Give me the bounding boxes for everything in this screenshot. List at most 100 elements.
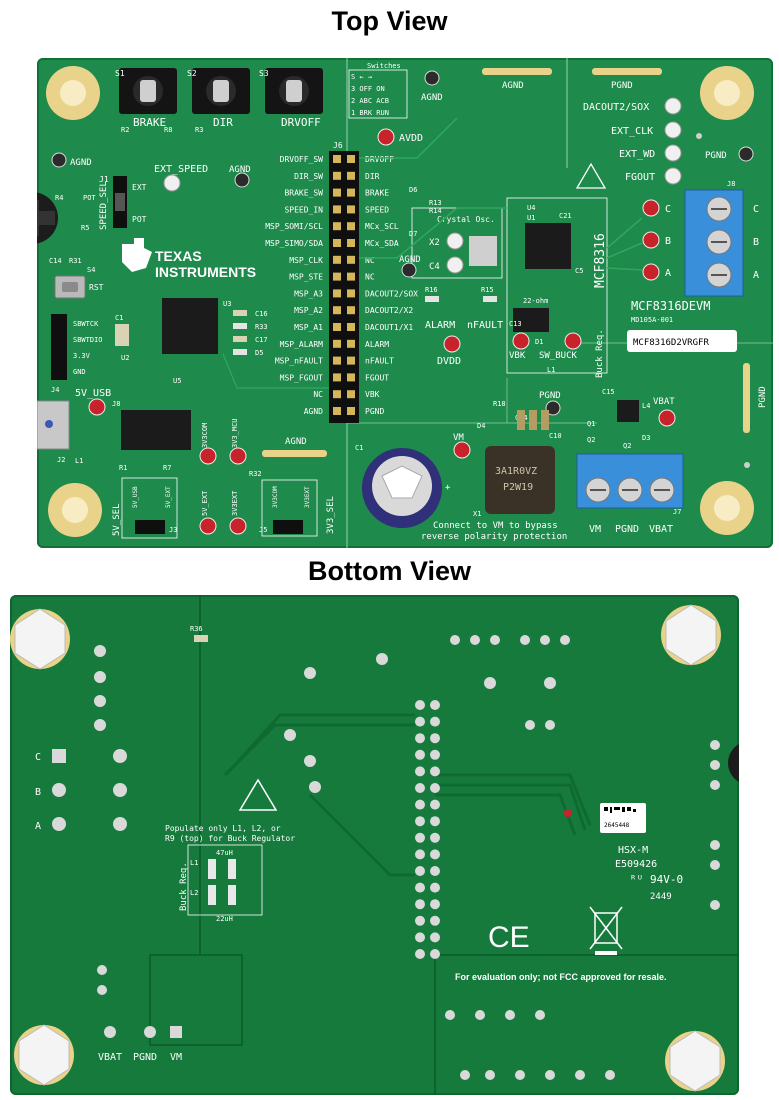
header-pin-underside: [430, 700, 440, 710]
ext-speed-label: EXT_SPEED: [154, 164, 208, 175]
pgnd-test-point-mid[interactable]: [545, 400, 561, 416]
terminal-block-j7[interactable]: [576, 453, 684, 509]
agnd-test-point-left[interactable]: [51, 152, 67, 168]
agnd-pad-bottom: [262, 450, 327, 457]
header-pin-underside: [415, 949, 425, 959]
header-pin-underside: [430, 899, 440, 910]
bottom-vbat-label: VBAT: [98, 1052, 122, 1063]
test-point-3v3-mcu[interactable]: [229, 447, 247, 465]
agnd-pad-label: AGND: [502, 81, 524, 91]
ref-s4: S4: [87, 266, 95, 274]
j6-left-pin-label: MSP_ALARM: [280, 340, 324, 349]
terminal-block-j8[interactable]: [684, 189, 744, 297]
ref-d1: D1: [535, 338, 543, 346]
ref-c15: C1: [115, 314, 123, 322]
j6-right-pin-label: NC: [365, 273, 375, 282]
j6-left-pin-label: MSP_SOMI/SCL: [265, 222, 323, 231]
j3-left-label: 5V_USB: [132, 486, 139, 508]
header-pin-underside: [430, 816, 440, 827]
test-point-3v3com[interactable]: [199, 447, 217, 465]
j8-phase-a-label: A: [753, 270, 759, 281]
header-pin-underside: [415, 799, 425, 810]
ref-r32: C16: [255, 310, 268, 318]
bottom-phase-c-label: C: [35, 752, 41, 763]
pgnd-test-point-right[interactable]: [738, 146, 754, 162]
hot-surface-warning-icon: [575, 162, 607, 189]
vm-test-point[interactable]: [453, 441, 471, 459]
switch-drvoff[interactable]: [265, 68, 323, 114]
j7-vbat-label: VBAT: [649, 524, 673, 535]
ref-r17: L1: [547, 366, 555, 374]
header-pin-underside: [430, 749, 440, 760]
buck-inductor-l: [513, 308, 549, 332]
agnd-test-point-top[interactable]: [424, 70, 440, 86]
usb-test-point[interactable]: [88, 398, 106, 416]
ext-label: EXT: [132, 183, 147, 192]
header-pin-underside: [430, 949, 440, 959]
header-pin: [347, 188, 355, 197]
mounting-hole-bottom-left: [48, 483, 102, 537]
sw-buck-test-point[interactable]: [564, 332, 582, 350]
part-number-sticker: [627, 330, 737, 352]
resistor-r36: [194, 635, 208, 642]
test-point-x2[interactable]: [446, 256, 464, 274]
jumper-j5[interactable]: [273, 520, 303, 534]
agnd-test-point-mid[interactable]: [234, 172, 250, 188]
header-pin: [347, 171, 355, 180]
ref-u2: J8: [112, 400, 120, 408]
ce-mark: CE: [488, 921, 530, 954]
board-rev-label: MD105A-001: [631, 316, 673, 324]
test-point-fgout[interactable]: [664, 167, 682, 185]
switch-dir[interactable]: [192, 68, 250, 114]
switch-brake[interactable]: [119, 68, 177, 114]
header-pin: [333, 323, 341, 331]
test-point-dacout2[interactable]: [664, 97, 682, 115]
ref-j1: J1: [99, 175, 109, 184]
header-pin: [347, 222, 355, 231]
test-point-3v3ext[interactable]: [229, 517, 247, 535]
ref-r1: R8: [164, 126, 172, 134]
ext-speed-test-point[interactable]: [163, 174, 181, 192]
texas-instruments-logo: TEXAS INSTRUMENTS: [122, 238, 256, 280]
jumper-j3[interactable]: [135, 520, 165, 534]
vbat-test-point[interactable]: [658, 409, 676, 427]
test-point-5v-ext[interactable]: [199, 517, 217, 535]
agnd-test-point-crystal[interactable]: [401, 262, 417, 278]
bottom-phase-a-pad: [52, 817, 66, 831]
vm-pad-bottom: [170, 1026, 182, 1038]
test-point-x1[interactable]: [446, 232, 464, 250]
populate-note-line1: Populate only L1, L2, or: [165, 824, 281, 833]
usb-connector-j2[interactable]: [37, 400, 70, 450]
ref-r20: R18: [493, 400, 506, 408]
test-point-ext-clk[interactable]: [664, 121, 682, 139]
agnd-label-crystal: AGND: [399, 255, 421, 265]
tp-label-dacout2: DACOUT2/SOX: [583, 102, 649, 113]
avdd-test-point[interactable]: [377, 128, 395, 146]
phase-b-test-point[interactable]: [642, 231, 660, 249]
header-pin: [347, 239, 355, 247]
dvdd-label: DVDD: [437, 356, 461, 367]
header-pin-underside: [430, 849, 440, 860]
phase-a-test-point[interactable]: [642, 263, 660, 281]
microcontroller-u4: [162, 298, 218, 354]
tp-3v3ext-label: 3V3EXT: [231, 490, 239, 516]
crystal-osc-label: Crystal Osc.: [437, 215, 495, 224]
vbk-test-point[interactable]: [512, 332, 530, 350]
bottom-vm-label: VM: [170, 1052, 182, 1063]
j7-pgnd-label: PGND: [615, 524, 639, 535]
phase-c-test-point[interactable]: [642, 199, 660, 217]
header-pin-underside: [415, 849, 425, 860]
potentiometer[interactable]: [37, 192, 58, 244]
test-point-ext-wd[interactable]: [664, 144, 682, 162]
speed-sel-label: SPEED_SEL: [99, 181, 109, 230]
ref-r4: R4: [55, 194, 63, 202]
inductor-47uh-label: 47uH: [216, 849, 233, 857]
j6-left-pin-label: MSP_STE: [289, 273, 323, 282]
pgnd-pad-right: [743, 363, 750, 433]
header-j4[interactable]: [51, 314, 67, 380]
tp-5vext-label: 5V_EXT: [201, 490, 209, 516]
j8-phase-c-label: C: [753, 204, 759, 215]
pcb-top-view: S1 S2 S3 BRAKE DIR DRVOFF R2 R8 R3 Switc…: [37, 58, 773, 548]
dvdd-test-point[interactable]: [443, 335, 461, 353]
pcb-top-drawing: S1 S2 S3 BRAKE DIR DRVOFF R2 R8 R3 Switc…: [37, 58, 773, 548]
